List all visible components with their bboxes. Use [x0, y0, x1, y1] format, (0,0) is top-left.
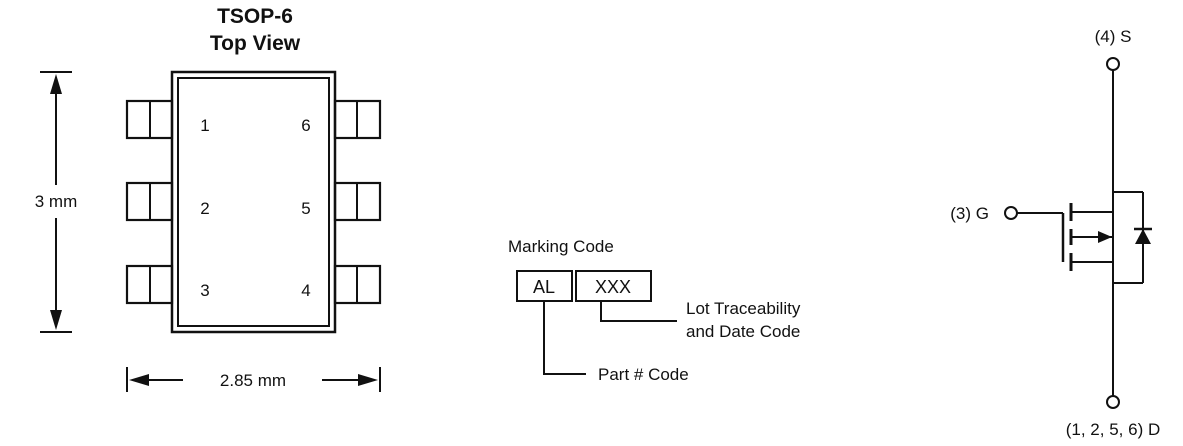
package-title-line1: TSOP-6: [217, 5, 293, 28]
package-leads-right: [333, 99, 382, 305]
package-leads-left: [125, 99, 174, 305]
lead-pin-3: [125, 264, 174, 305]
arrow-down-icon: [50, 310, 62, 330]
height-dimension: 3 mm: [35, 71, 78, 333]
marking-box-lot-text: XXX: [595, 277, 631, 297]
marking-box-lot: [575, 270, 652, 302]
package-top-view: TSOP-6 Top View: [35, 5, 382, 392]
lead-pin-2: [125, 181, 174, 222]
lead-pin-6: [333, 99, 382, 140]
part-leader-line: [543, 301, 586, 375]
lead-pin-1: [125, 99, 174, 140]
body-arrow-icon: [1098, 231, 1112, 243]
marking-box-part-text: AL: [533, 277, 555, 297]
marking-code: Marking Code AL XXX Lot Traceability and…: [508, 237, 801, 384]
arrow-up-icon: [50, 74, 62, 94]
height-dimension-label: 3 mm: [35, 192, 78, 211]
arrow-left-icon: [129, 374, 149, 386]
source-terminal-icon: [1106, 57, 1120, 71]
body-diode-icon: [1134, 227, 1152, 244]
marking-code-title: Marking Code: [508, 237, 614, 256]
source-terminal-label: (4) S: [1095, 27, 1132, 46]
pin-number-3: 3: [200, 281, 209, 300]
width-dimension-label: 2.85 mm: [220, 371, 286, 390]
lot-leader-line: [600, 301, 677, 322]
gate-terminal-label: (3) G: [950, 204, 989, 223]
drain-terminal-label: (1, 2, 5, 6) D: [1066, 420, 1160, 439]
drain-terminal-icon: [1106, 395, 1120, 409]
pin-number-4: 4: [301, 281, 310, 300]
gate-terminal-icon: [1004, 206, 1018, 220]
lead-pin-5: [333, 181, 382, 222]
mosfet-schematic: (4) S (3) G (1, 2, 5, 6) D: [950, 27, 1160, 439]
pin-number-5: 5: [301, 199, 310, 218]
lot-traceability-label-line2: and Date Code: [686, 322, 800, 341]
part-code-label: Part # Code: [598, 365, 689, 384]
pin-number-2: 2: [200, 199, 209, 218]
arrow-right-icon: [358, 374, 378, 386]
package-title-line2: Top View: [210, 32, 301, 55]
lot-traceability-label-line1: Lot Traceability: [686, 299, 801, 318]
pin-number-6: 6: [301, 116, 310, 135]
width-dimension: 2.85 mm: [126, 367, 381, 392]
pin-number-1: 1: [200, 116, 209, 135]
lead-pin-4: [333, 264, 382, 305]
